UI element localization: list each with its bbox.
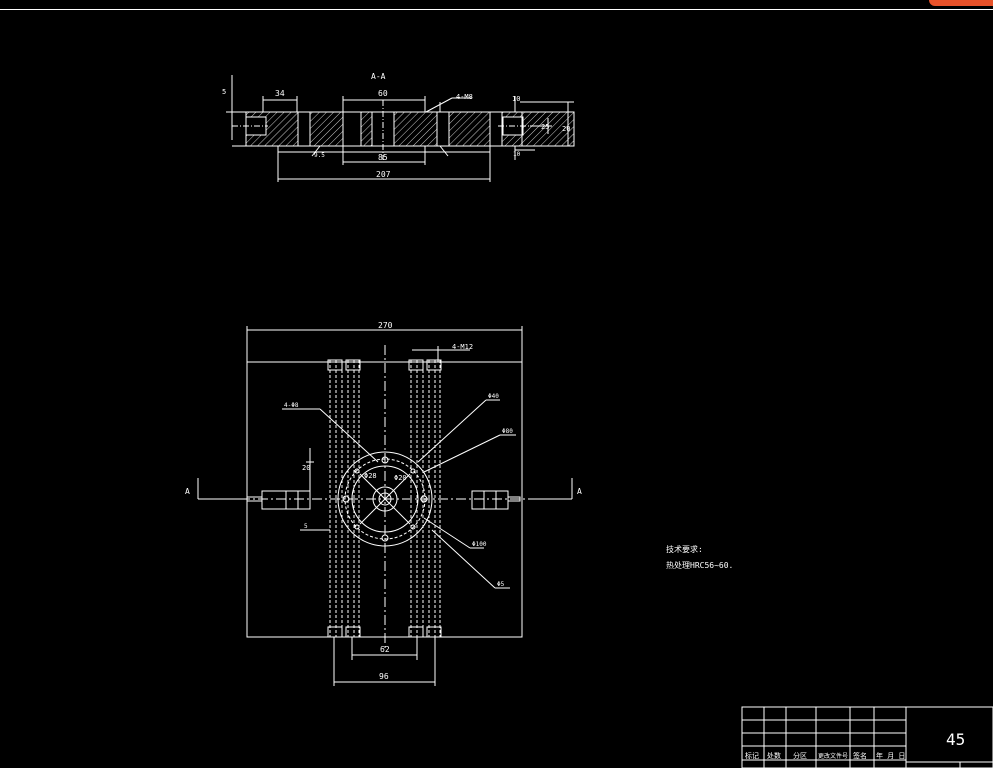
- notes-title: 技术要求:: [666, 544, 703, 554]
- dim-9: 9.5: [314, 152, 325, 159]
- dim-h-right: 25: [541, 123, 549, 131]
- callout-d80: Φ80: [502, 428, 513, 435]
- dim-left-small: 5: [222, 88, 226, 96]
- callout-d5: Φ5: [497, 581, 505, 588]
- dim-4-m12: 4-M12: [452, 343, 473, 351]
- callout-d40: Φ40: [488, 393, 499, 400]
- app-logo-icon: [929, 0, 993, 6]
- dim-20-right: 20: [562, 125, 570, 133]
- tb-header-sign: 签名: [853, 751, 867, 760]
- notes-line-1: 热处理HRC56~60.: [666, 560, 733, 570]
- dim-62: 62: [380, 645, 390, 654]
- plan-view: [197, 326, 573, 686]
- dim-left-lower: 5: [304, 523, 308, 530]
- tb-header-date: 年 月 日: [876, 751, 905, 760]
- dim-85: 85: [378, 153, 388, 162]
- dim-left-offset: 20: [302, 464, 310, 472]
- dim-10-right: 10: [512, 95, 520, 103]
- tb-material: 45: [946, 730, 965, 749]
- tb-header-doc: 更改文件号: [818, 752, 848, 760]
- dim-holes: 4-M8: [456, 93, 473, 101]
- section-label: A-A: [371, 72, 386, 81]
- section-mark-left: A: [185, 487, 190, 496]
- dim-34: 34: [275, 89, 285, 98]
- window-top-bar: [0, 0, 993, 10]
- dim-270: 270: [378, 321, 393, 330]
- dim-60-top: 60: [378, 89, 388, 98]
- dim-96: 96: [379, 672, 389, 681]
- dim-207: 207: [376, 170, 391, 179]
- section-view: [226, 75, 575, 182]
- section-mark-right: A: [577, 487, 582, 496]
- dim-10b: 10: [513, 151, 521, 158]
- tb-header-mark: 标记: [745, 751, 759, 760]
- callout-center-b: Φ20: [394, 474, 407, 482]
- callout-d100: Φ100: [472, 541, 487, 548]
- tb-header-count: 处数: [767, 751, 781, 760]
- tb-header-zone: 分区: [793, 751, 807, 760]
- section-body: [245, 111, 575, 147]
- outer-circle: [337, 451, 433, 547]
- callout-4-holes: 4-Φ8: [284, 402, 299, 409]
- title-block: [741, 706, 993, 768]
- callout-center-a: Φ28: [364, 472, 377, 480]
